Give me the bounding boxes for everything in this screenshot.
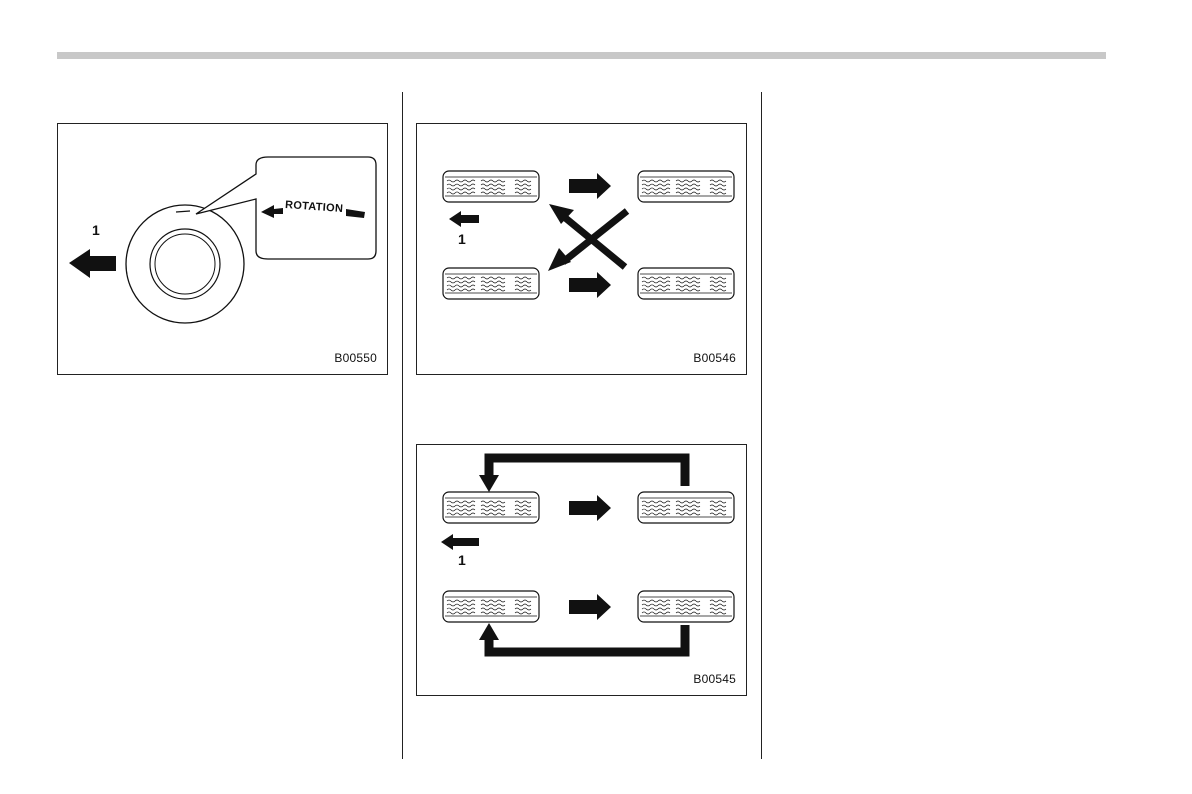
arrow-icon — [569, 594, 611, 620]
tire-front-right-icon — [638, 171, 734, 202]
arrow-icon — [569, 272, 611, 298]
tire-front-left-icon — [443, 492, 539, 523]
forward-arrow-icon — [69, 249, 116, 278]
figure-loop-rotation: 1 B00545 — [416, 444, 747, 696]
column-divider-1 — [402, 92, 403, 759]
callout-number: 1 — [92, 222, 100, 238]
arrow-icon — [569, 495, 611, 521]
figure-rotation-direction: 1 ROTATION B00550 — [57, 123, 388, 375]
column-divider-2 — [761, 92, 762, 759]
tire-rear-left-icon — [443, 591, 539, 622]
callout-number: 1 — [458, 231, 466, 247]
rotation-diagram — [58, 124, 389, 376]
arrow-icon — [569, 173, 611, 199]
loop-arrow-icon — [479, 458, 685, 652]
tire-rear-left-icon — [443, 268, 539, 299]
header-rule — [57, 52, 1106, 59]
figure-id: B00550 — [334, 351, 377, 365]
tire-rear-right-icon — [638, 268, 734, 299]
figure-id: B00545 — [693, 672, 736, 686]
forward-arrow-icon — [449, 211, 479, 227]
tire-rear-right-icon — [638, 591, 734, 622]
cross-arrows-icon — [548, 204, 627, 271]
figure-cross-rotation: 1 B00546 — [416, 123, 747, 375]
tire-front-right-icon — [638, 492, 734, 523]
forward-arrow-icon — [441, 534, 479, 550]
figure-id: B00546 — [693, 351, 736, 365]
tire-icon — [126, 205, 244, 323]
tire-front-left-icon — [443, 171, 539, 202]
callout-number: 1 — [458, 552, 466, 568]
